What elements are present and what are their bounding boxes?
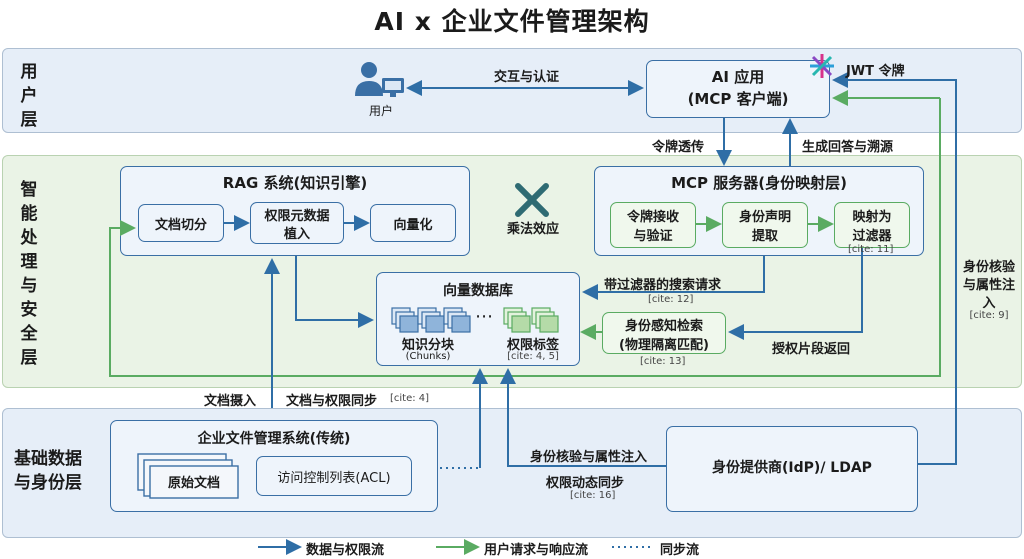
original-docs-label: 原始文档: [167, 476, 220, 491]
map-label-2: 过滤器: [852, 229, 892, 244]
jwt-label: JWT 令牌: [846, 64, 905, 79]
rag-title: RAG 系统(知识引擎): [222, 174, 368, 192]
ai-app-title: AI 应用: [711, 68, 765, 86]
tags-cite: [cite: 4, 5]: [507, 351, 559, 362]
gen-answer-label: 生成回答与溯源: [802, 140, 894, 155]
base-layer-label-text: 基础数据与身份层: [14, 449, 82, 493]
token-verify-label-2: 与验证: [633, 229, 673, 244]
legend-sync-flow: 同步流: [660, 543, 700, 558]
filter-search-cite: [cite: 12]: [648, 294, 694, 305]
tags-label: 权限标签: [506, 338, 559, 353]
doc-ingest-label: 文档摄入: [204, 394, 257, 409]
retrieval-label-1: 身份感知检索: [624, 319, 703, 334]
acl-label: 访问控制列表(ACL): [277, 471, 391, 486]
interact-auth-label: 交互与认证: [494, 70, 560, 85]
retrieval-label-2: (物理隔离匹配): [619, 338, 709, 353]
filter-search-label: 带过滤器的搜索请求: [604, 278, 722, 293]
chunking-label: 文档切分: [154, 218, 207, 233]
idp-label: 身份提供商(IdP)/ LDAP: [712, 460, 872, 476]
claim-label-1: 身份声明: [738, 210, 791, 225]
perm-sync-label: 权限动态同步: [546, 476, 625, 491]
ai-app-subtitle: (MCP 客户端): [687, 90, 789, 108]
legend-request-flow: 用户请求与响应流: [484, 543, 589, 558]
token-pass-label: 令牌透传: [652, 140, 705, 155]
meta-label-1: 权限元数据: [264, 209, 330, 224]
map-cite: [cite: 11]: [848, 244, 894, 255]
chunks-sub: (Chunks): [405, 351, 451, 362]
auth-return-label: 授权片段返回: [772, 342, 851, 357]
chunks-label: 知识分块: [401, 338, 454, 353]
retrieval-cite: [cite: 13]: [640, 356, 686, 367]
id-attr-right-2: 与属性注: [962, 278, 1015, 293]
user-layer-label: 用户层: [20, 62, 38, 130]
token-verify-label-1: 令牌接收: [626, 210, 679, 225]
id-attr-right-1: 身份核验: [962, 260, 1015, 275]
acl-box[interactable]: [256, 456, 412, 496]
doc-perm-sync-label: 文档与权限同步: [286, 394, 378, 409]
vector-db-ellipsis: ⋯: [475, 306, 493, 327]
vector-db-title: 向量数据库: [443, 283, 513, 299]
perm-sync-cite: [cite: 16]: [570, 490, 616, 501]
doc-perm-sync-cite: [cite: 4]: [390, 393, 430, 404]
mid-layer-label: 智能处理与安全层: [20, 180, 38, 368]
claim-label-2: 提取: [751, 229, 778, 244]
meta-label-2: 植入: [283, 227, 310, 242]
multiplier-label: 乘法效应: [506, 222, 559, 237]
id-attr-right-3: 入: [982, 296, 996, 311]
vectorize-label: 向量化: [393, 218, 433, 233]
legend-data-flow: 数据与权限流: [306, 543, 385, 558]
map-label-1: 映射为: [852, 210, 892, 225]
mcp-title: MCP 服务器(身份映射层): [671, 174, 847, 192]
user-label: 用户: [368, 104, 393, 118]
legacy-title: 企业文件管理系统(传统): [197, 431, 351, 447]
id-attr-inject-label: 身份核验与属性注入: [530, 450, 648, 465]
id-attr-right-cite: [cite: 9]: [969, 310, 1009, 321]
base-layer-label: 基础数据与身份层: [8, 447, 88, 495]
page-title: AI x 企业文件管理架构: [374, 7, 650, 36]
